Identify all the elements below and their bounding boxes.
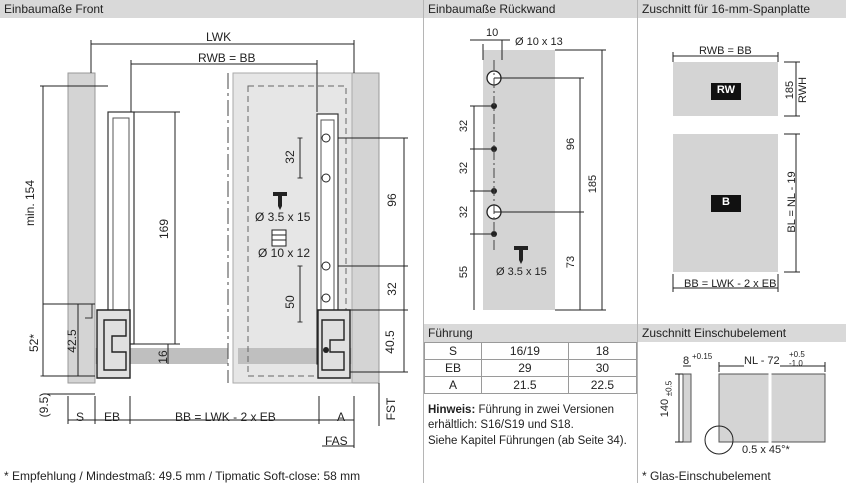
front-footnote: * Empfehlung / Mindestmaß: 49.5 mm / Tip… — [4, 469, 361, 483]
guide-cell: EB — [424, 359, 482, 377]
a-label: A — [337, 410, 346, 424]
insert-drawing — [675, 362, 826, 455]
rear-installation-drawing — [470, 39, 606, 311]
left-cabinet-side — [67, 72, 96, 384]
rear-screw-label: Ø 3.5 x 15 — [496, 266, 547, 278]
guide-hint: Hinweis: Führung in zwei Versionen erhäl… — [428, 403, 634, 433]
guide-table: S 16/19 18 EB 29 30 A 21.5 22.5 — [424, 342, 638, 394]
hint-text: Führung in zwei Versionen erhältlich: S1… — [428, 404, 615, 431]
front-panel-title: Einbaumaße Front — [0, 0, 423, 18]
guide-cell: A — [424, 376, 482, 394]
insert-nl-label: NL - 72 — [744, 355, 780, 367]
min154-label: min. 154 — [23, 179, 37, 227]
rear-dim-32b: 32 — [458, 161, 470, 175]
dim-32b-label: 32 — [385, 282, 399, 296]
cut-185-label: 185 — [784, 80, 796, 100]
screw-icon — [514, 246, 528, 264]
guide-cell: 29 — [481, 359, 569, 377]
guide-cell: 22.5 — [567, 376, 638, 394]
dowel-icon — [271, 229, 287, 247]
dim-52-label: 52* — [27, 333, 41, 353]
drawer-outline — [247, 85, 347, 377]
guide-cell: 30 — [567, 359, 638, 377]
rear-panel-shape — [483, 50, 555, 310]
rear-dim-55: 55 — [458, 265, 470, 279]
insert-panel-title: Zuschnitt Einschubelement — [638, 324, 846, 342]
dim-16-label: 16 — [156, 350, 170, 364]
rear-panel-title: Einbaumaße Rückwand — [424, 0, 637, 18]
fas-label: FAS — [325, 434, 348, 448]
dim-169-label: 169 — [157, 218, 171, 240]
fst-label: FST — [384, 397, 398, 421]
right-cabinet-side — [351, 72, 380, 384]
guide-table-header: S 16/19 18 — [424, 342, 638, 360]
cut-rwb-label: RWB = BB — [699, 45, 752, 57]
insert-panel-shape — [718, 373, 826, 443]
bb-label: BB = LWK - 2 x EB — [175, 410, 276, 424]
panel-divider — [423, 0, 424, 483]
b-badge: B — [722, 196, 730, 208]
eb-label: EB — [104, 410, 121, 424]
rear-dim-32c: 32 — [458, 205, 470, 219]
rear-dim-185: 185 — [587, 174, 599, 194]
insert-8-tol: +0.15 — [692, 352, 713, 361]
cut-bb-label: BB = LWK - 2 x EB — [684, 278, 777, 290]
lwk-label: LWK — [206, 30, 232, 44]
dim-42-5-label: 42.5 — [65, 329, 79, 353]
guide-table-row: A 21.5 22.5 — [424, 376, 638, 394]
insert-edge-shape — [682, 373, 692, 443]
insert-nl-tol-dn: -1.0 — [789, 359, 803, 368]
rear-dim-73: 73 — [565, 255, 577, 269]
dowel-label: Ø 10 x 12 — [258, 246, 311, 260]
screw-icon — [273, 192, 287, 210]
dim-32-label: 32 — [283, 150, 297, 164]
dim-9-5-label: (9.5) — [37, 392, 51, 418]
guide-cell: S — [424, 342, 482, 360]
rear-dim-32a: 32 — [458, 119, 470, 133]
rear-dim-96: 96 — [565, 137, 577, 151]
s-label: S — [76, 410, 85, 424]
guide-panel-title: Führung — [424, 324, 637, 342]
rw-badge: RW — [716, 84, 736, 96]
left-side-profile — [107, 111, 135, 345]
guide-cell: 18 — [567, 342, 638, 360]
insert-chamfer-label: 0.5 x 45°* — [742, 444, 790, 456]
panel-divider — [637, 0, 638, 483]
cut16-panel-title: Zuschnitt für 16-mm-Spanplatte — [638, 0, 846, 18]
cut-rwh-label: RWH — [797, 76, 809, 104]
guide-table-row: EB 29 30 — [424, 359, 638, 377]
cut-bl-label: BL = NL - 19 — [786, 171, 798, 233]
front-installation-drawing — [40, 40, 408, 448]
guide-hint-line2: Siehe Kapitel Führungen (ab Seite 34). — [428, 435, 627, 447]
guide-cell: 21.5 — [481, 376, 569, 394]
hint-label: Hinweis: — [428, 404, 476, 416]
guide-cell: 16/19 — [481, 342, 569, 360]
dim-96-label: 96 — [385, 193, 399, 207]
cut16-drawing — [672, 52, 800, 292]
insert-nl-tol-up: +0.5 — [789, 350, 805, 359]
rear-dim-10-label: 10 — [486, 27, 499, 39]
rear-hole-label: Ø 10 x 13 — [515, 36, 563, 48]
dim-50-label: 50 — [283, 295, 297, 309]
insert-140-tol: ±0.5 — [664, 380, 674, 397]
insert-8-label: 8 — [683, 355, 690, 367]
screw-label: Ø 3.5 x 15 — [255, 210, 311, 224]
insert-footnote: * Glas-Einschubelement — [642, 469, 771, 483]
rwb-label: RWB = BB — [198, 51, 256, 65]
dim-40-5-label: 40.5 — [383, 330, 397, 354]
